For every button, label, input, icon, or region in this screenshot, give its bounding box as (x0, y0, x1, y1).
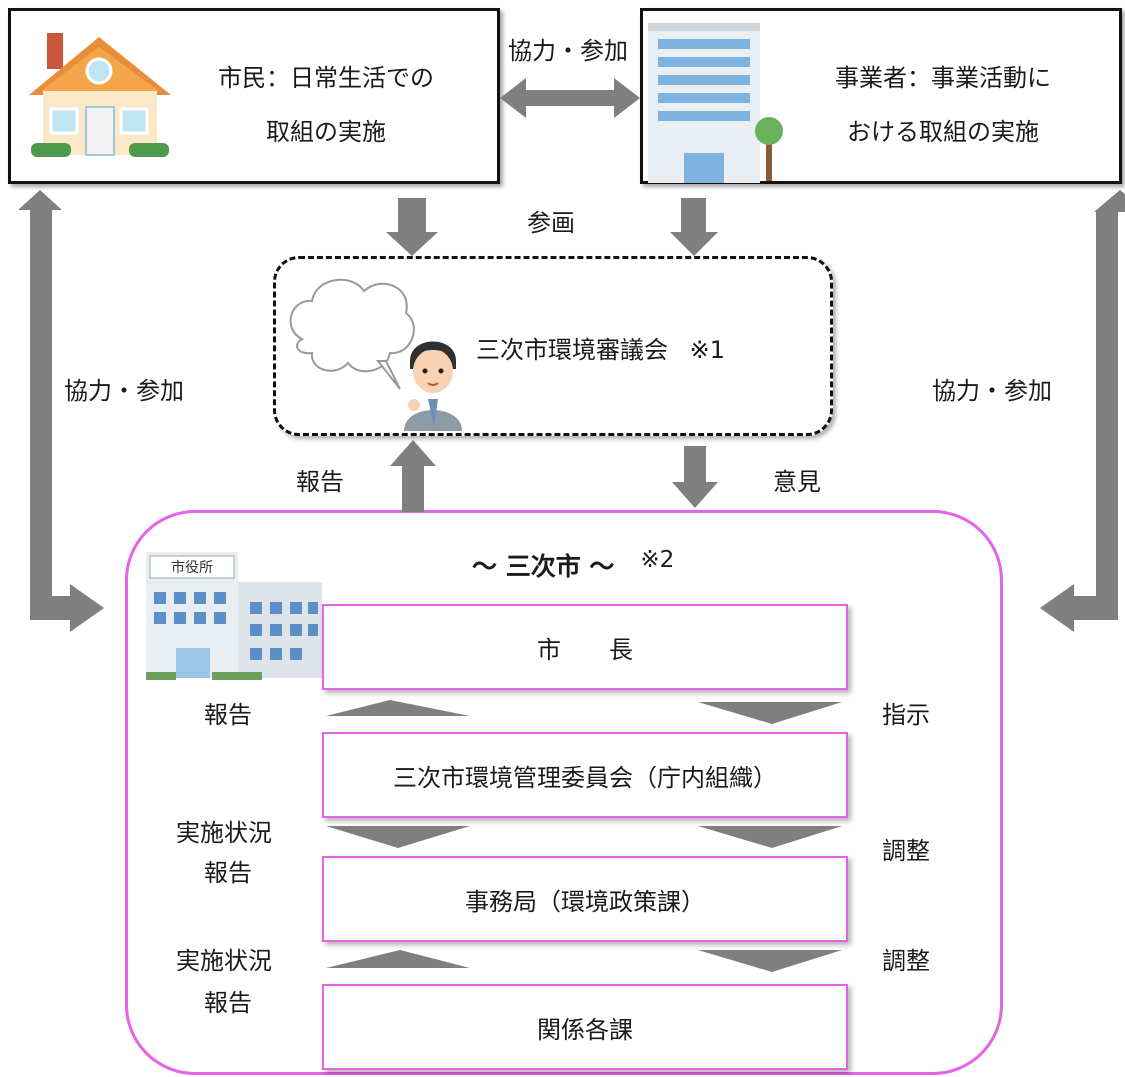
house-illustration (29, 33, 171, 157)
arrow-right-coop (1040, 190, 1125, 632)
arrow-down-business (670, 198, 718, 256)
arrow-up-report (390, 440, 436, 512)
office-building-illustration (648, 23, 783, 183)
city-title-text: ～ 三次市 ～ (472, 552, 615, 581)
arrow-down-opinion (672, 446, 718, 508)
label-status2-line2: 報告 (204, 989, 252, 1017)
label-top-coop: 協力・参加 (508, 37, 628, 65)
label-report-up: 報告 (296, 468, 344, 496)
citizen-box: 市民：日常生活での 取組の実施 (8, 8, 500, 184)
council-note: ※1 (689, 336, 726, 364)
label-right-coop: 協力・参加 (932, 377, 1052, 405)
speech-bubble-illustration (289, 278, 415, 390)
label-adjust1: 調整 (882, 837, 930, 865)
city-note: ※2 (640, 547, 675, 573)
business-box: 事業者：事業活動に おける取組の実施 (640, 8, 1122, 184)
departments-box: 関係各課 (322, 984, 848, 1070)
label-instruct: 指示 (882, 701, 930, 729)
council-box: 三次市環境審議会 ※1 (273, 256, 833, 436)
person-illustration (404, 341, 462, 431)
business-label-line2: おける取組の実施 (847, 118, 1039, 146)
city-hall-sign: 市役所 (171, 559, 213, 576)
label-status2-line1: 実施状況 (176, 947, 272, 975)
arrow-left-coop (18, 190, 104, 632)
citizen-label-line2: 取組の実施 (266, 118, 386, 146)
label-planning: 参画 (527, 209, 575, 237)
committee-box: 三次市環境管理委員会（庁内組織） (322, 732, 848, 818)
council-name-text: 三次市環境審議会 (476, 336, 668, 364)
label-report-left: 報告 (204, 701, 252, 729)
city-hall-illustration: 市役所 (146, 552, 322, 680)
label-status1-line2: 報告 (204, 859, 252, 887)
council-name: 三次市環境審議会 ※1 (476, 333, 725, 367)
city-title: ～ 三次市 ～ ※2 (472, 547, 675, 585)
business-label-line1: 事業者：事業活動に (835, 64, 1051, 92)
citizen-label-line1: 市民：日常生活での (218, 64, 434, 92)
label-opinion: 意見 (773, 468, 821, 496)
mayor-box: 市 長 (322, 604, 848, 690)
arrow-down-citizen (386, 198, 438, 256)
secretariat-box: 事務局（環境政策課） (322, 856, 848, 942)
label-left-coop: 協力・参加 (64, 377, 184, 405)
label-status1-line1: 実施状況 (176, 819, 272, 847)
double-arrow-top (500, 78, 640, 118)
label-adjust2: 調整 (882, 947, 930, 975)
